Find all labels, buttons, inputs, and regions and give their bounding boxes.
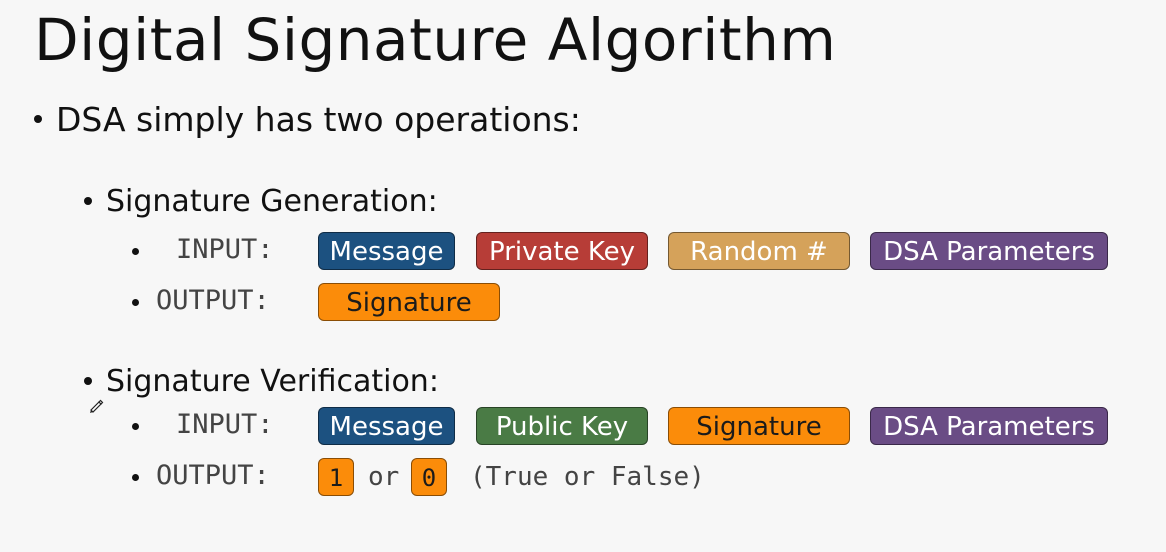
bullet-icon [84, 197, 92, 205]
intro-text: DSA simply has two operations: [56, 99, 581, 139]
bullet-icon [132, 422, 139, 430]
generation-input-message: Message [318, 232, 455, 270]
pencil-icon [90, 399, 104, 413]
verification-input-dsa-parameters: DSA Parameters [870, 407, 1108, 445]
verification-output-row: OUTPUT: [132, 457, 732, 497]
bullet-icon [132, 298, 139, 306]
verification-input-signature: Signature [668, 407, 850, 445]
generation-input-row: INPUT: [132, 231, 1132, 271]
verification-output-label: OUTPUT: [156, 460, 270, 491]
generation-output-label: OUTPUT: [156, 285, 270, 316]
verification-input-label: INPUT: [176, 409, 274, 440]
verification-input-message: Message [318, 407, 455, 445]
generation-heading: Signature Generation: [106, 183, 438, 219]
verification-heading: Signature Verification: [106, 363, 439, 399]
generation-input-label: INPUT: [176, 234, 274, 265]
generation-input-private-key: Private Key [476, 232, 648, 270]
bullet-icon [34, 115, 42, 123]
generation-input-random: Random # [668, 232, 850, 270]
generation-output-row: OUTPUT: [132, 282, 532, 322]
verification-input-row: INPUT: [132, 406, 1132, 446]
bullet-icon [132, 247, 139, 255]
verification-output-note: (True or False) [470, 462, 705, 492]
generation-heading-bullet: Signature Generation: [84, 180, 438, 222]
verification-output-false: 0 [411, 458, 447, 496]
verification-output-or: or [368, 462, 400, 492]
generation-input-dsa-parameters: DSA Parameters [870, 232, 1108, 270]
intro-bullet: DSA simply has two operations: [34, 96, 581, 142]
bullet-icon [84, 377, 92, 385]
verification-output-true: 1 [318, 458, 354, 496]
generation-output-signature: Signature [318, 283, 500, 321]
verification-heading-bullet: Signature Verification: [84, 360, 439, 402]
bullet-icon [132, 473, 139, 481]
verification-input-public-key: Public Key [476, 407, 648, 445]
slide-title: Digital Signature Algorithm [34, 6, 837, 74]
